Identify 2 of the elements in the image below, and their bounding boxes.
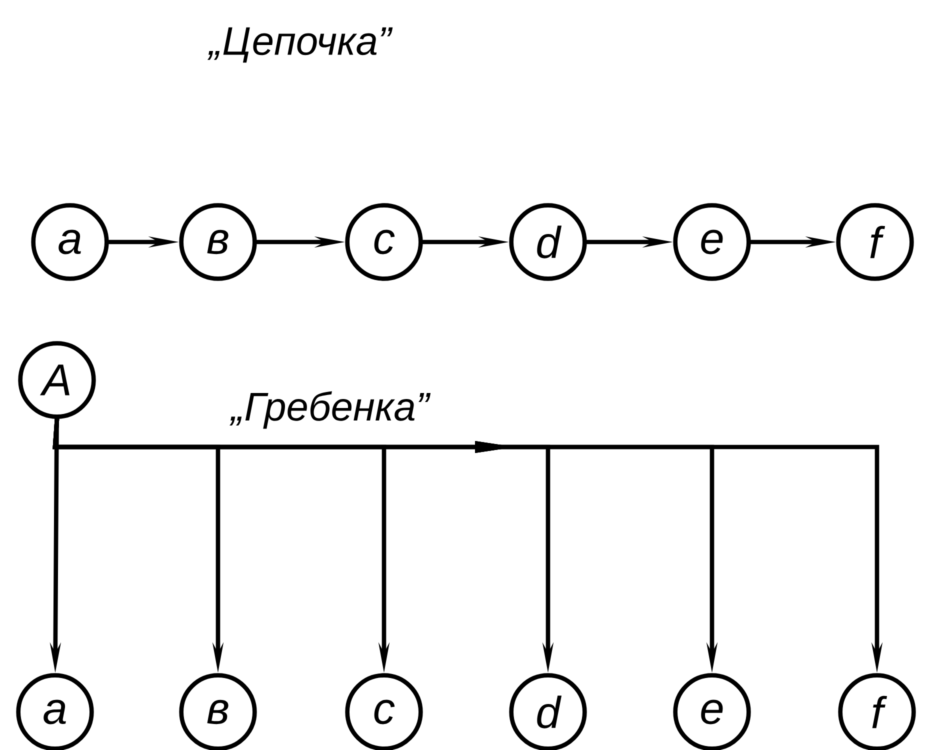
heading: „Цепочка” (207, 27, 393, 63)
heading: „Гребенка” (230, 391, 431, 429)
